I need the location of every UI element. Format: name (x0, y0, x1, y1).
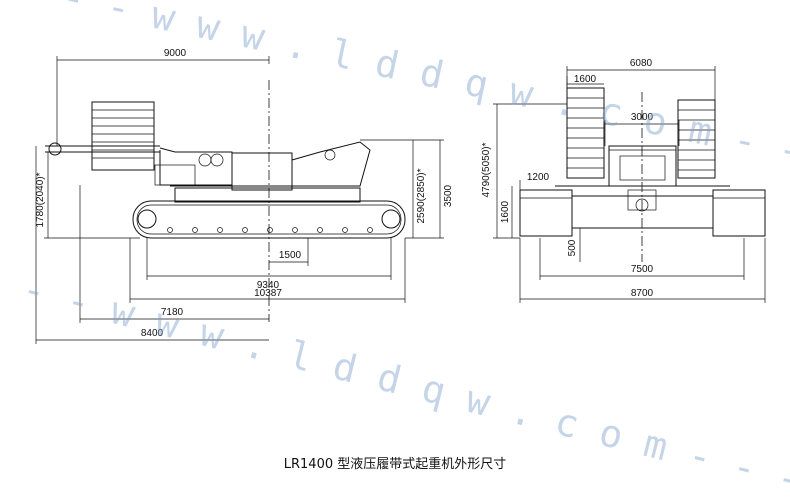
dim-2590: 2590(2850)* (416, 168, 427, 223)
watermark-top: - - w w w . l d d q w . c o m - - - (58, 0, 790, 183)
dim-7180: 7180 (161, 307, 184, 318)
dim-8400: 8400 (141, 328, 164, 339)
dim-500: 500 (567, 239, 578, 256)
carbody (174, 187, 361, 203)
dim-9340: 9340 (257, 280, 280, 291)
dim-6080: 6080 (630, 58, 653, 69)
side-dimension-lines (35, 56, 444, 344)
dim-9000: 9000 (164, 48, 187, 59)
dim-1200: 1200 (527, 172, 550, 183)
upper-structure (45, 141, 371, 191)
rear-crawlers (519, 189, 766, 237)
dim-1600-top: 1600 (574, 74, 597, 85)
side-view: 9000 1780(2040)* 2590(2850)* 3500 1500 9… (35, 48, 454, 344)
counterweight-stack (91, 101, 155, 171)
dim-8700: 8700 (631, 288, 654, 299)
dim-3000: 3000 (631, 112, 654, 123)
rear-dimension-lines (493, 66, 766, 303)
dim-3500: 3500 (443, 184, 454, 207)
dim-7500: 7500 (631, 264, 654, 275)
rear-view: 1600 6080 3000 4790(5050)* 1200 1600 500… (481, 58, 766, 303)
dim-1500: 1500 (279, 250, 302, 261)
dim-1780: 1780(2040)* (35, 172, 46, 227)
dim-1600-side: 1600 (500, 200, 511, 223)
figure-caption: LR1400 型液压履带式起重机外形尺寸 (284, 456, 507, 472)
dim-10387: 10387 (254, 288, 282, 299)
center-body (555, 145, 730, 187)
right-counterweight (677, 99, 716, 179)
dim-4790: 4790(5050)* (481, 142, 492, 197)
left-counterweight (566, 87, 605, 179)
